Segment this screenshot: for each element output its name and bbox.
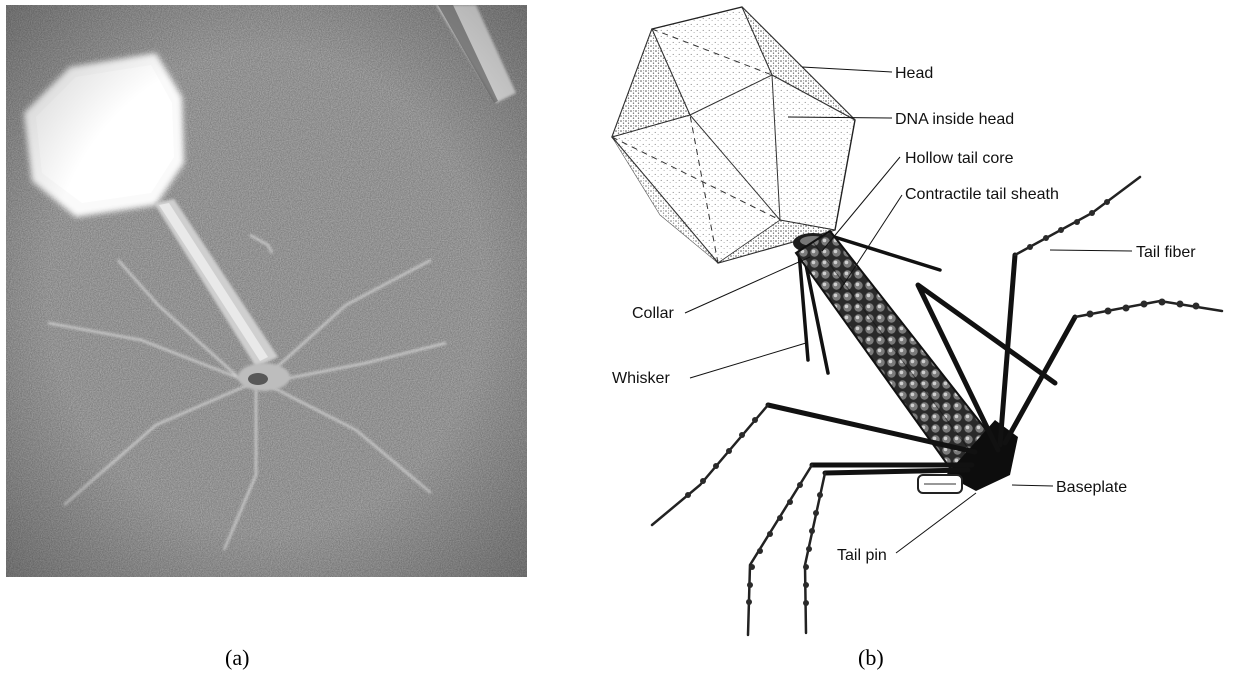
head-shape: [612, 7, 855, 263]
label-contractile-tail-sheath: Contractile tail sheath: [905, 186, 1059, 203]
label-collar: Collar: [632, 305, 674, 322]
label-baseplate: Baseplate: [1056, 479, 1127, 496]
label-dna-inside-head: DNA inside head: [895, 111, 1014, 128]
tail-sheath-shape: [796, 231, 998, 475]
label-tail-pin: Tail pin: [837, 547, 887, 564]
label-tail-fiber: Tail fiber: [1136, 244, 1196, 261]
micrograph-panel: [6, 5, 527, 577]
micrograph-image: [6, 5, 527, 577]
label-head: Head: [895, 65, 933, 82]
label-hollow-tail-core: Hollow tail core: [905, 150, 1014, 167]
caption-a: (a): [225, 645, 249, 671]
diagram-panel: Head DNA inside head Hollow tail core Co…: [600, 5, 1232, 645]
caption-b: (b): [858, 645, 884, 671]
label-whisker: Whisker: [612, 370, 670, 387]
phage-diagram: Head DNA inside head Hollow tail core Co…: [600, 5, 1232, 645]
